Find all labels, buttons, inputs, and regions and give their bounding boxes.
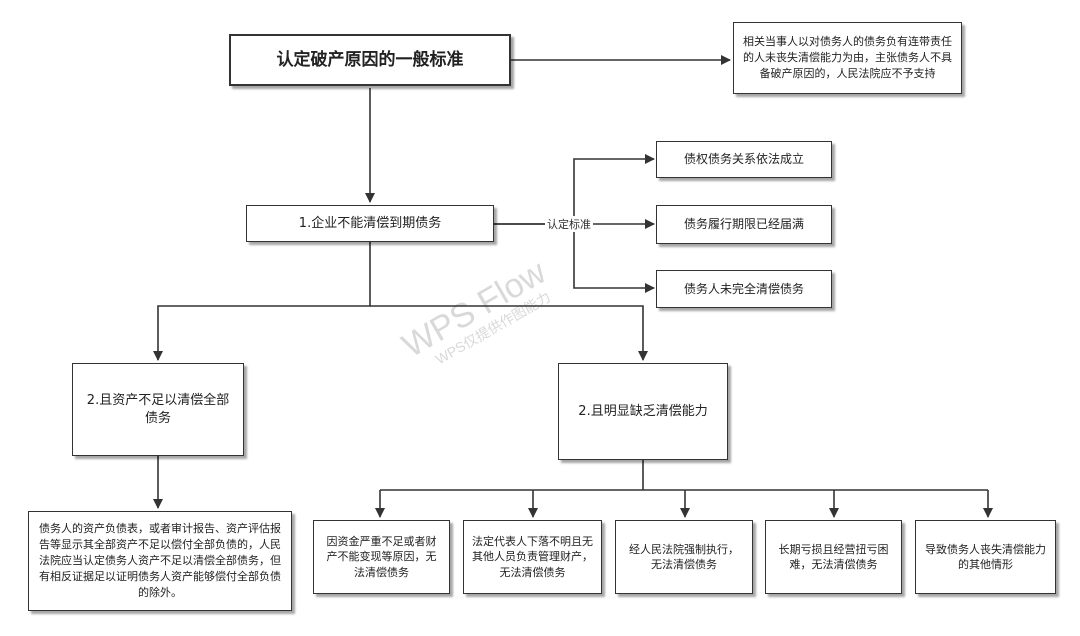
situation-node-5: 导致债务人丧失清偿能力的其他情形 <box>915 520 1056 594</box>
arrow-to-node2a <box>153 242 371 361</box>
situation-text-3: 经人民法院强制执行，无法清偿债务 <box>629 542 739 571</box>
node-insufficient-assets-note-text: 债务人的资产负债表，或者审计报告、资产评估报告等显示其全部资产不足以偿付全部负债… <box>39 522 281 599</box>
situation-text-5: 导致债务人丧失清偿能力的其他情形 <box>925 542 1046 571</box>
arrow-to-node2b <box>370 305 648 361</box>
criterion-text-3: 债务人未完全清偿债务 <box>683 281 804 296</box>
node-cannot-repay-text: 1.企业不能清偿到期债务 <box>298 215 442 231</box>
title-text: 认定破产原因的一般标准 <box>276 49 464 70</box>
situation-node-3: 经人民法院强制执行，无法清偿债务 <box>615 520 753 594</box>
title-node: 认定破产原因的一般标准 <box>229 34 511 86</box>
node-insufficient-assets-text: 2.且资产不足以清偿全部债务 <box>86 392 230 426</box>
node-insufficient-assets: 2.且资产不足以清偿全部债务 <box>72 363 244 456</box>
criterion-text-1: 债权债务关系依法成立 <box>683 152 804 167</box>
situation-text-2: 法定代表人下落不明且无其他人员负责管理财产，无法清偿债务 <box>472 534 593 579</box>
node-insufficient-assets-note: 债务人的资产负债表，或者审计报告、资产评估报告等显示其全部资产不足以偿付全部负债… <box>28 511 292 611</box>
situation-text-1: 因资金严重不足或者财产不能变现等原因，无法清偿债务 <box>326 534 437 579</box>
situation-text-4: 长期亏损且经营扭亏困难，无法清偿债务 <box>778 542 889 571</box>
top-note-node: 相关当事人以对债务人的债务负有连带责任的人未丧失清偿能力为由，主张债务人不具备破… <box>733 22 962 94</box>
arrow-to-criterion-3 <box>573 224 655 293</box>
node-lack-repayment-ability-text: 2.且明显缺乏清偿能力 <box>578 403 708 419</box>
situation-node-1: 因资金严重不足或者财产不能变现等原因，无法清偿债务 <box>313 520 450 594</box>
situation-node-2: 法定代表人下落不明且无其他人员负责管理财产，无法清偿债务 <box>463 520 602 594</box>
node-lack-repayment-ability: 2.且明显缺乏清偿能力 <box>558 363 728 460</box>
watermark-title: WPS Flow <box>395 252 553 366</box>
watermark-subtitle: WPS仅提供作图能力 <box>432 288 554 368</box>
criterion-node-1: 债权债务关系依法成立 <box>656 141 832 178</box>
criterion-node-3: 债务人未完全清偿债务 <box>656 270 832 308</box>
criterion-node-2: 债务履行期限已经届满 <box>656 205 832 244</box>
edge-label-criteria: 认定标准 <box>545 216 593 232</box>
criterion-text-2: 债务履行期限已经届满 <box>683 217 804 232</box>
situation-node-4: 长期亏损且经营扭亏困难，无法清偿债务 <box>765 520 902 594</box>
node-cannot-repay: 1.企业不能清偿到期债务 <box>246 205 494 242</box>
top-note-text: 相关当事人以对债务人的债务负有连带责任的人未丧失清偿能力为由，主张债务人不具备破… <box>743 35 952 80</box>
arrow-to-criterion-1 <box>494 154 655 225</box>
